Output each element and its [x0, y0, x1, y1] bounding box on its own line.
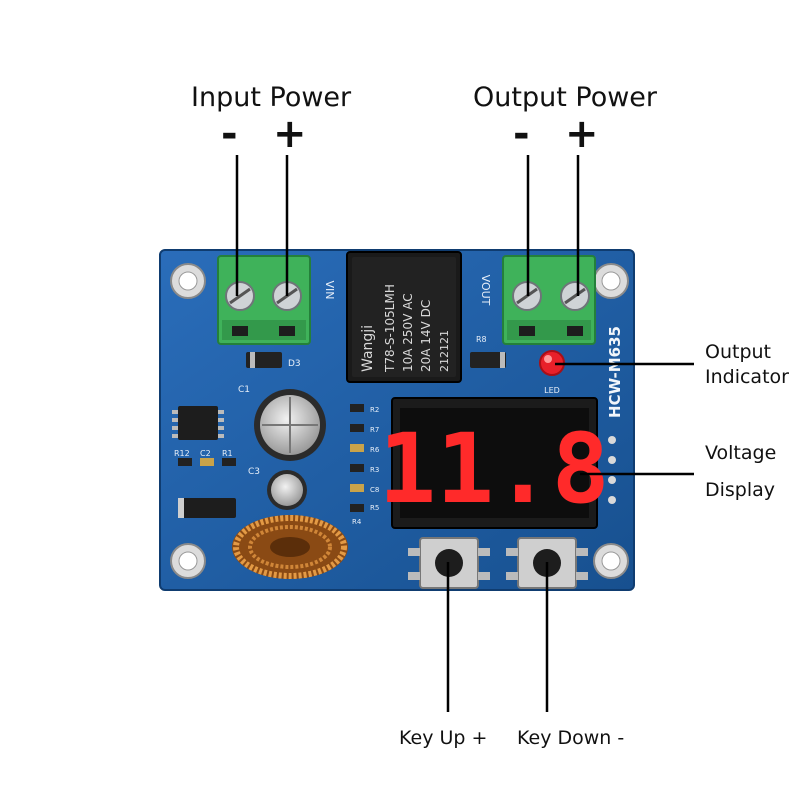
- diode-output: [470, 352, 506, 368]
- toroid-inductor: [232, 515, 348, 579]
- capacitor-c1: [254, 389, 326, 461]
- capacitor-c3: [267, 470, 307, 510]
- silk-c1: C1: [238, 385, 250, 395]
- silk-r7: R7: [370, 426, 379, 434]
- silk-c8: C8: [370, 486, 379, 494]
- ic-chip: [172, 406, 224, 440]
- schottky-diode: [178, 498, 236, 518]
- header-pins: [608, 436, 616, 504]
- voltage-display-label-line1: Voltage: [705, 442, 777, 464]
- silk-r6: R6: [370, 446, 380, 454]
- input-plus-sign: +: [273, 111, 307, 157]
- silk-d3: D3: [288, 359, 301, 369]
- mounting-hole-top-left: [170, 263, 206, 299]
- output-terminal-block: [502, 255, 596, 345]
- silk-led: LED: [544, 386, 560, 395]
- output-power-label: Output Power: [473, 82, 658, 113]
- mounting-hole-bottom-left: [170, 543, 206, 579]
- relay-rating-ac: 10A 250V AC: [401, 293, 415, 372]
- diode-d3: [246, 352, 282, 368]
- input-power-label: Input Power: [191, 82, 352, 113]
- voltage-display-label-line2: Display: [705, 479, 776, 501]
- output-plus-sign: +: [565, 111, 599, 157]
- silk-r4: R4: [352, 518, 362, 526]
- silk-r1: R1: [222, 449, 233, 458]
- resistor-column: [350, 404, 364, 512]
- relay-model: T78-S-105LMH: [383, 284, 397, 373]
- key-down-label: Key Down -: [517, 727, 625, 749]
- board-model: HCW-M635: [606, 326, 624, 418]
- silk-r5: R5: [370, 504, 379, 512]
- silk-c2: C2: [200, 449, 211, 458]
- display-digits: 11.8: [378, 413, 609, 525]
- input-minus-sign: -: [221, 111, 238, 157]
- relay: [346, 251, 462, 383]
- output-minus-sign: -: [513, 111, 530, 157]
- relay-brand: Wangji: [360, 325, 376, 372]
- relay-code: 212121: [438, 330, 451, 372]
- voltage-display: [391, 397, 598, 529]
- key-up-label: Key Up +: [399, 727, 488, 749]
- output-indicator-label-line2: Indicator: [705, 366, 789, 388]
- mounting-hole-top-right: [593, 263, 629, 299]
- silk-c3: C3: [248, 467, 260, 477]
- mounting-hole-bottom-right: [593, 543, 629, 579]
- silk-r2: R2: [370, 406, 379, 414]
- silk-r3: R3: [370, 466, 379, 474]
- input-terminal-block: [217, 255, 311, 345]
- relay-rating-dc: 20A 14V DC: [419, 300, 433, 372]
- output-indicator-label-line1: Output: [705, 341, 771, 363]
- silk-r8: R8: [476, 335, 487, 344]
- silk-vin: VIN: [323, 281, 336, 300]
- silk-r12: R12: [174, 449, 190, 458]
- silk-vout: VOUT: [479, 275, 492, 306]
